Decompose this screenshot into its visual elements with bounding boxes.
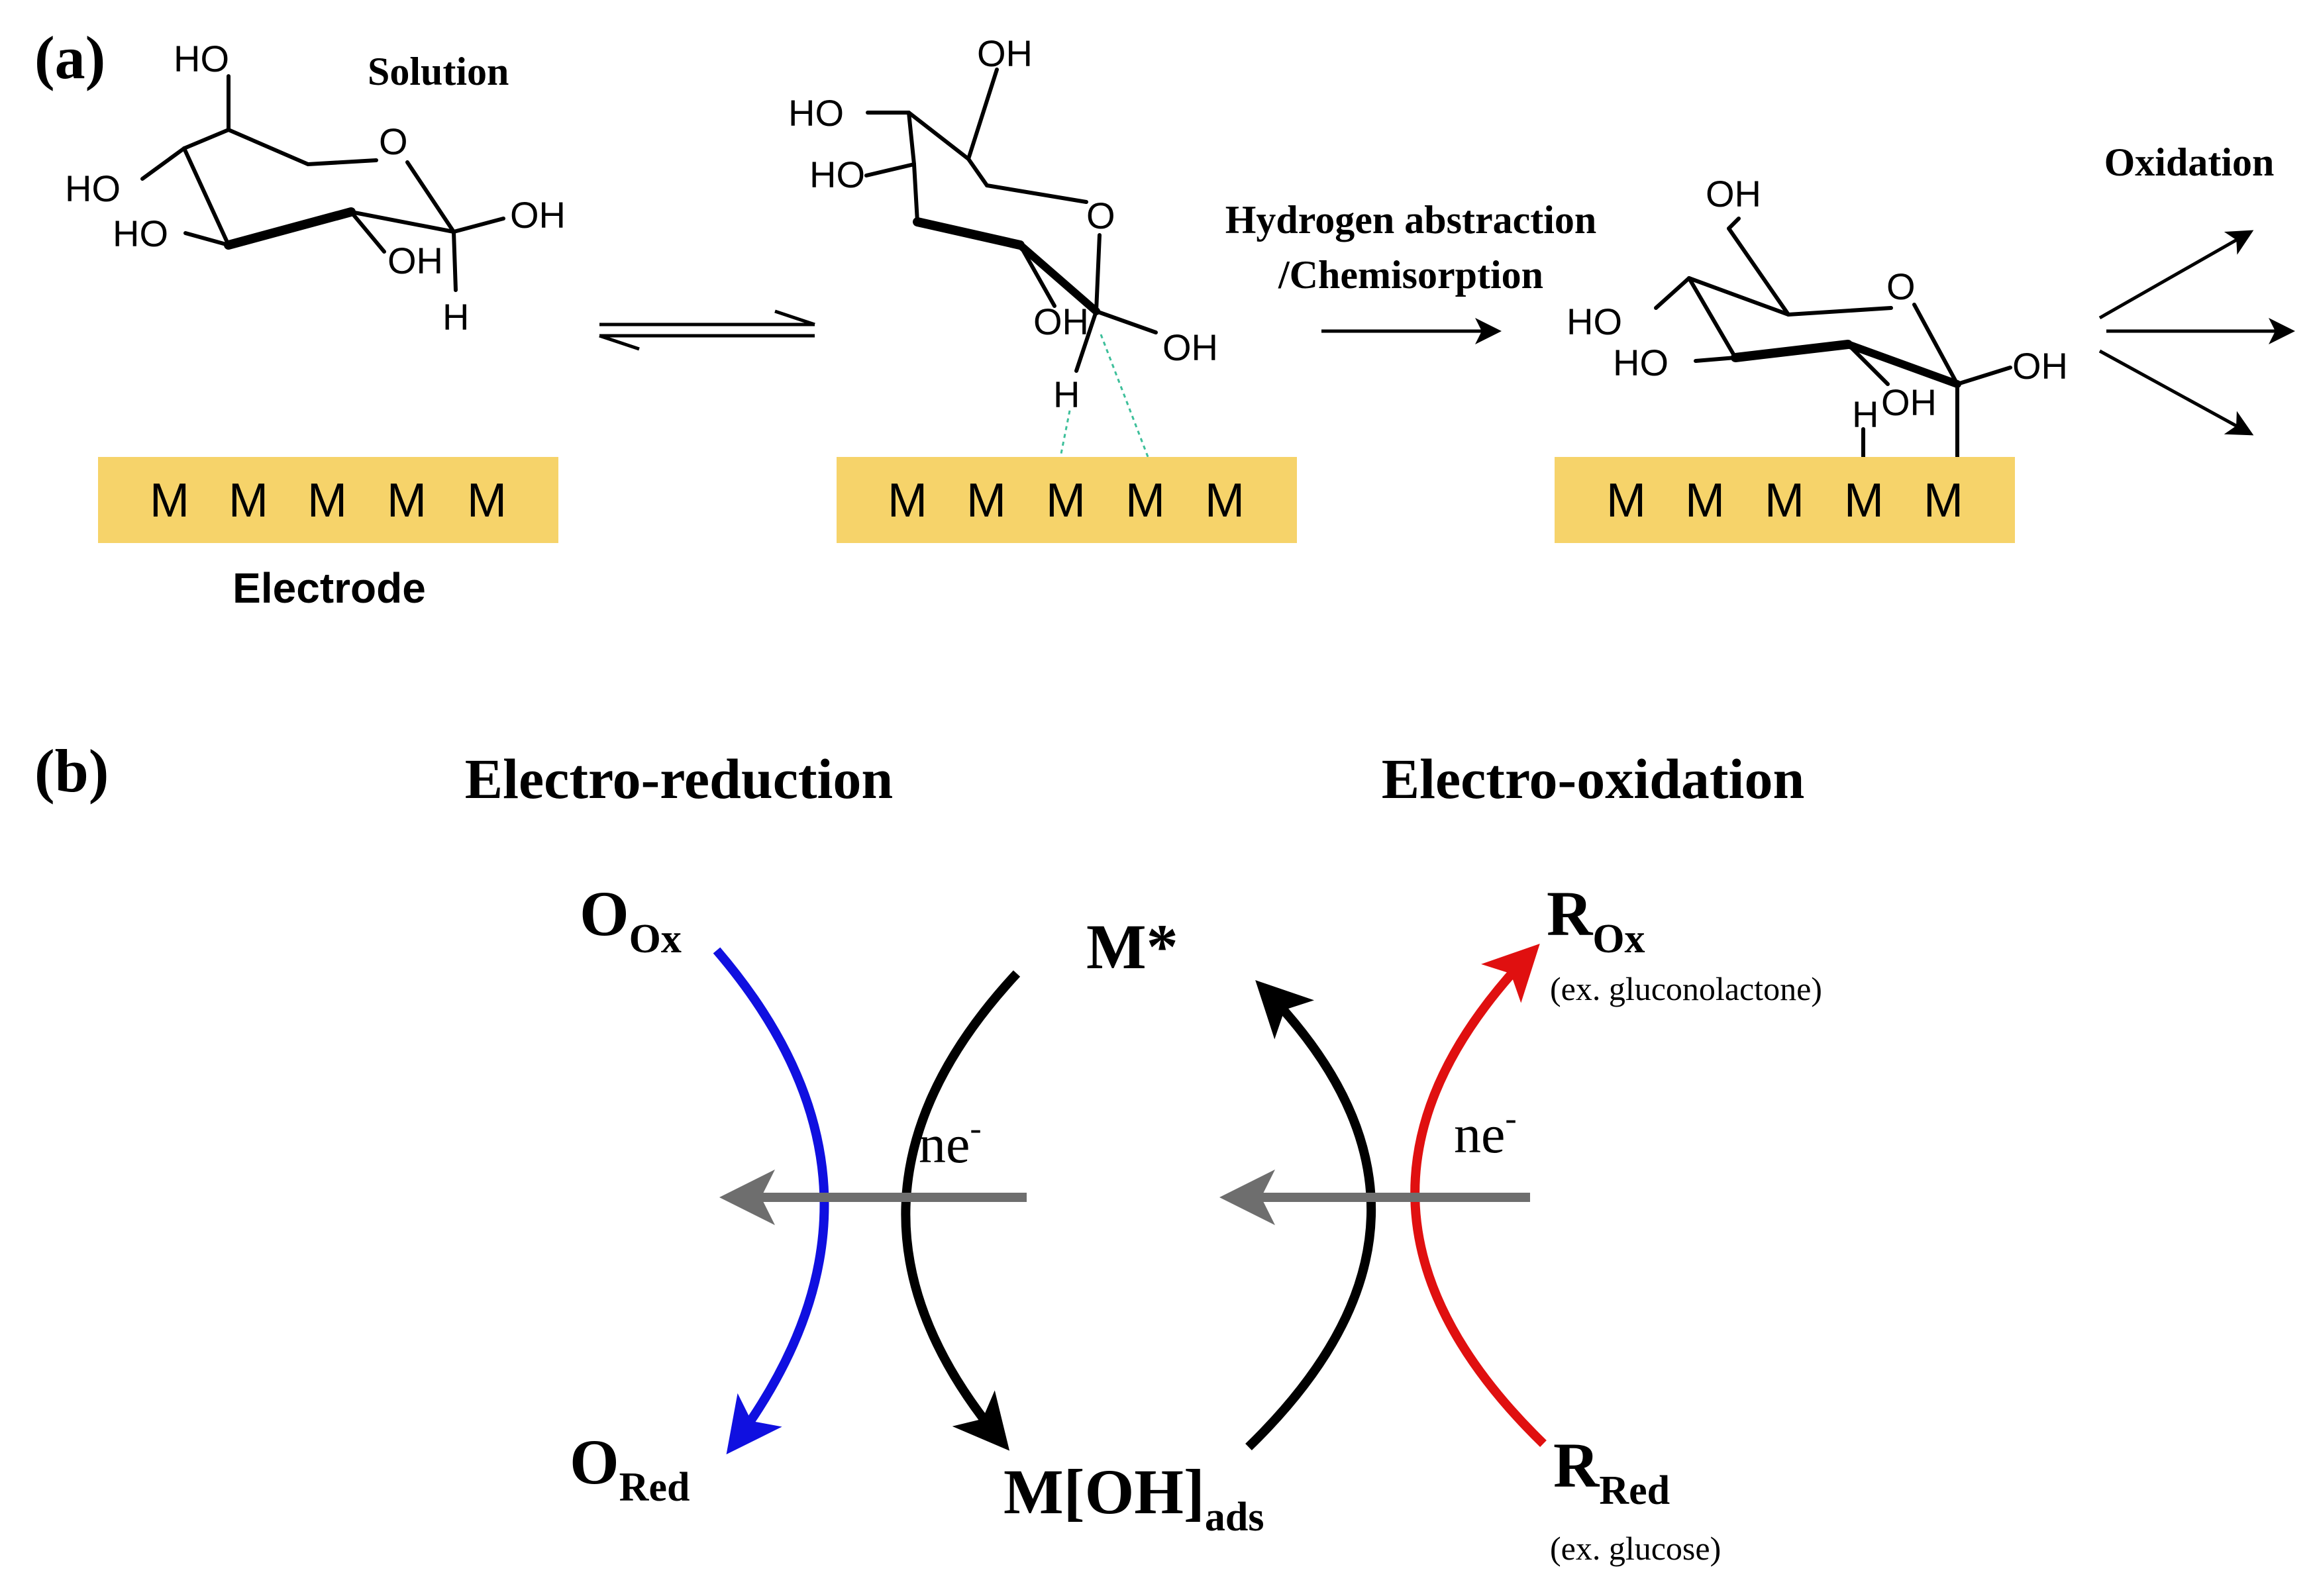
glucose-molecule-adsorbing [864, 68, 1158, 373]
metal-atom: M [467, 474, 507, 527]
metal-atom: M [150, 474, 189, 527]
ho-label: HO [65, 168, 121, 209]
metal-atom: M [229, 474, 268, 527]
electrode-bar [1555, 457, 2015, 543]
ring-oxygen-label: O [379, 121, 408, 162]
m-oh-main: M[OH] [1003, 1456, 1205, 1527]
oh-label: OH [1706, 173, 1761, 215]
oh-label: OH [1162, 326, 1218, 368]
ring-oxygen-label: O [1886, 266, 1916, 307]
electron-main: ne [919, 1114, 970, 1174]
metal-atom: M [1844, 474, 1884, 527]
ho-label: HO [809, 154, 865, 195]
electrode-label: Electrode [232, 564, 426, 612]
metal-atom-row: M M M M M [150, 474, 507, 527]
metal-atom: M [1205, 474, 1245, 527]
metal-atom: M [1924, 474, 1963, 527]
panel-a-label: (a) [34, 24, 105, 91]
h-label: H [442, 296, 469, 338]
o-ox-main: O [580, 878, 629, 949]
equilibrium-arrow [599, 309, 815, 351]
oh-label: OH [1033, 301, 1089, 342]
r-ox-main: R [1547, 878, 1594, 949]
oh-label: OH [1881, 381, 1937, 423]
ho-label: HO [113, 213, 168, 254]
metal-atom-row: M M M M M [888, 474, 1245, 527]
metal-reduction-arc [901, 970, 1021, 1451]
metal-atom: M [966, 474, 1006, 527]
r-ox-label: ROx [1547, 878, 1645, 962]
solution-label: Solution [368, 50, 509, 93]
h-label: H [1053, 374, 1080, 415]
ho-label: HO [1567, 301, 1622, 342]
ho-label: HO [174, 38, 229, 79]
r-red-main: R [1553, 1430, 1600, 1501]
glucose-molecule-solution [140, 74, 505, 292]
step-label-line2: /Chemisorption [1278, 253, 1543, 297]
metal-oxidation-arc [1245, 980, 1376, 1451]
r-red-label: RRed [1553, 1430, 1670, 1513]
electron-label-left: ne- [919, 1110, 982, 1174]
reduction-title: Electro-reduction [465, 747, 893, 811]
electron-sup: - [1505, 1100, 1516, 1138]
electrode-bar [98, 457, 558, 543]
oh-label: OH [977, 32, 1033, 74]
electron-sup: - [970, 1110, 981, 1148]
metal-atom: M [1606, 474, 1646, 527]
m-star-label: M* [1086, 911, 1178, 982]
ring-oxygen-label: O [1086, 195, 1115, 236]
metal-atom: M [1125, 474, 1165, 527]
m-oh-sub: ads [1205, 1495, 1264, 1540]
o-red-main: O [570, 1426, 619, 1497]
metal-atom: M [1046, 474, 1086, 527]
metal-atom: M [1685, 474, 1725, 527]
metal-atom: M [387, 474, 427, 527]
metal-atom: M [888, 474, 927, 527]
o-red-sub: Red [619, 1465, 690, 1510]
hydrogen-bond-lines [1058, 334, 1151, 461]
o-ox-label: OOx [580, 878, 682, 962]
glucose-molecule-chemisorbed [1654, 217, 2012, 462]
electron-main: ne [1454, 1104, 1505, 1164]
o-red-label: ORed [570, 1426, 690, 1510]
metal-atom-row: M M M M M [1606, 474, 1963, 527]
electron-label-right: ne- [1454, 1100, 1517, 1164]
electrode-bar [837, 457, 1297, 543]
r-ox-sub: Ox [1592, 917, 1645, 962]
h-label: H [1852, 393, 1878, 435]
r-red-sub: Red [1599, 1468, 1670, 1513]
oxidation-title: Electro-oxidation [1382, 747, 1805, 811]
step-label-line1: Hydrogen abstraction [1225, 198, 1597, 242]
m-oh-ads-label: M[OH]ads [1003, 1456, 1264, 1540]
panel-b-label: (b) [34, 737, 109, 805]
oh-label: OH [387, 240, 443, 281]
ho-label: HO [788, 92, 844, 134]
oh-label: OH [510, 194, 566, 236]
oxidation-arrows [2098, 230, 2295, 436]
r-ox-example: (ex. gluconolactone) [1550, 970, 1822, 1007]
metal-atom: M [1765, 474, 1804, 527]
oh-label: OH [2012, 345, 2068, 387]
o-ox-sub: Ox [629, 917, 682, 962]
oxidation-label: Oxidation [2104, 140, 2275, 184]
metal-atom: M [307, 474, 347, 527]
ho-label: HO [1613, 342, 1669, 383]
r-red-example: (ex. glucose) [1550, 1530, 1721, 1567]
